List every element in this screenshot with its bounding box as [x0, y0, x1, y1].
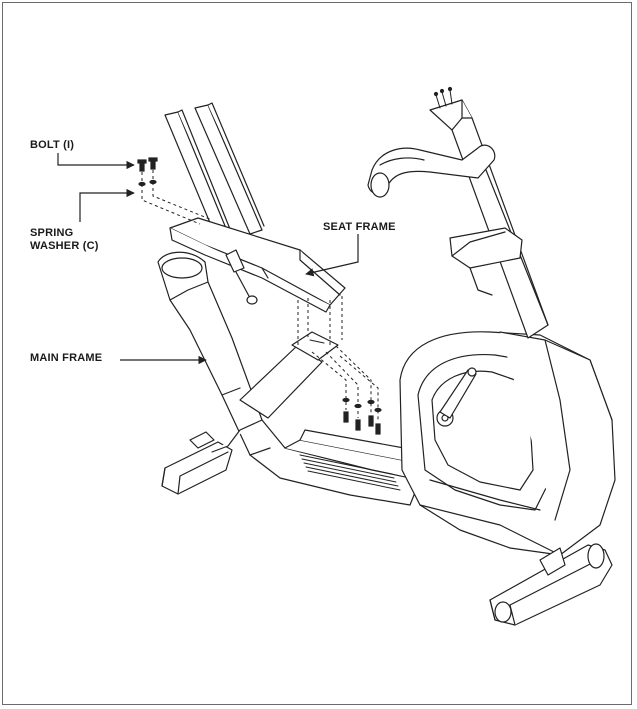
main-frame-label: MAIN FRAME: [30, 352, 103, 364]
crank-arm: [439, 367, 477, 419]
rear-stabilizer: [161, 431, 233, 495]
leader-lines: [57, 153, 359, 365]
spring-washer-label-line1: SPRING: [30, 227, 74, 239]
front-stabilizer: [489, 543, 613, 626]
alignment-lines-lower: [297, 296, 379, 422]
flywheel-shroud: [399, 331, 616, 556]
seat-rail-bolts: [137, 157, 158, 187]
spring-washer-label-line2: WASHER (C): [30, 240, 99, 252]
console-mast: [429, 86, 549, 339]
alignment-lines-left: [141, 170, 213, 225]
main-frame-bolts: [342, 397, 382, 435]
bolt-label: BOLT (I): [30, 139, 75, 151]
handlebar: [367, 144, 496, 198]
seat-frame-part: [164, 102, 346, 313]
seat-frame-label: SEAT FRAME: [323, 221, 396, 233]
console-bracket: [449, 227, 523, 296]
main-frame-part: [157, 251, 421, 506]
footplate-ribs: [299, 454, 401, 491]
